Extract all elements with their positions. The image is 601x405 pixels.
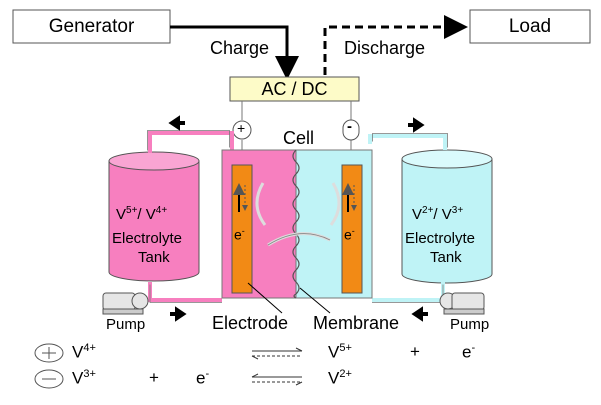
minus-terminal-sign: -: [347, 118, 352, 135]
membrane-line: [292, 149, 300, 299]
electrode-pointer: [247, 282, 283, 314]
acdc-label: AC / DC: [261, 78, 328, 99]
electrode-label: Electrode: [212, 313, 289, 333]
negative-terminal: [342, 119, 360, 141]
left-pipes: [147, 130, 234, 303]
positive-electrolyte-tank: [108, 151, 200, 282]
generator-box: [12, 9, 171, 44]
plus-terminal-sign: +: [237, 120, 246, 136]
reaction-2-electron: e-: [196, 368, 210, 388]
left-pump-icon: [102, 292, 149, 315]
load-label: Load: [508, 15, 552, 37]
negative-electrolyte-tank: [401, 149, 493, 284]
left-tank-electrolyte: Electrolyte: [112, 230, 183, 247]
left-pump-label: Pump: [106, 316, 146, 333]
generator-label: Generator: [48, 15, 135, 37]
right-tank-electrolyte: Electrolyte: [405, 230, 476, 247]
cell-label: Cell: [283, 128, 315, 148]
flow-arrow-top-left: [168, 115, 185, 131]
membrane-label: Membrane: [313, 313, 400, 333]
left-tank-ions: V5+/ V4+: [116, 205, 168, 223]
flow-arrow-bottom-left: [170, 306, 187, 322]
membrane-pointer: [299, 287, 331, 314]
discharge-label: Discharge: [344, 38, 426, 58]
reaction-1-left: V4+: [72, 342, 96, 362]
equilibrium-arrow-2: [251, 373, 303, 386]
discharge-arrow: [323, 15, 468, 75]
right-electron-label: e-: [344, 226, 355, 243]
charge-label: Charge: [210, 38, 270, 58]
right-pump-icon: [439, 292, 485, 315]
load-box: [469, 9, 591, 44]
equilibrium-arrow-1: [251, 347, 303, 360]
positive-terminal: [232, 120, 252, 140]
left-electron-label: e-: [234, 226, 245, 243]
reaction-2-plus: +: [149, 368, 159, 387]
charge-arrow: [170, 25, 299, 80]
reaction-2-left: V3+: [72, 368, 96, 388]
acdc-box: [229, 76, 360, 102]
right-tank-ions: V2+/ V3+: [412, 205, 464, 223]
reaction-1-plus: +: [410, 342, 420, 361]
reaction-1-right: V5+: [328, 342, 352, 362]
right-pump-label: Pump: [450, 316, 490, 333]
positive-electrode: [231, 164, 253, 294]
reaction-1-electron: e-: [462, 342, 476, 362]
flow-arrow-bottom-right: [411, 306, 428, 322]
reaction-2-right: V2+: [328, 368, 352, 388]
flow-arrow-top-right: [408, 117, 425, 133]
left-tank-tank: Tank: [138, 249, 170, 266]
right-tank-tank: Tank: [430, 249, 462, 266]
